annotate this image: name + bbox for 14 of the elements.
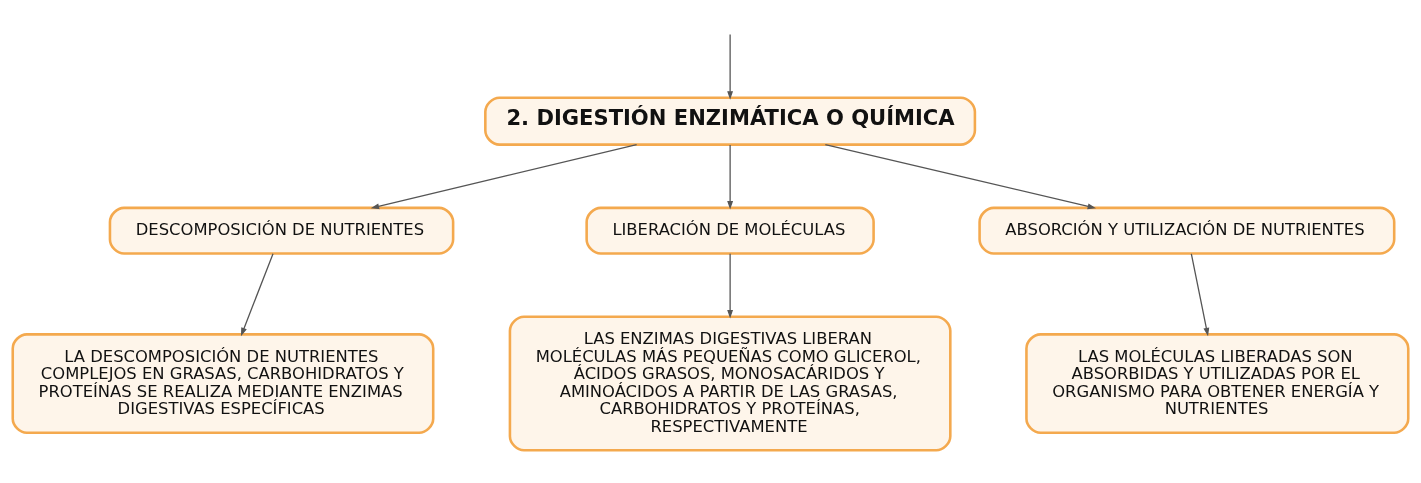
node-box: 2. DIGESTIÓN ENZIMÁTICA O QUÍMICA (484, 95, 977, 146)
node-box: LA DESCOMPOSICIÓN DE NUTRIENTES COMPLEJOS EN GRASAS, CARBOHIDRATOS Y PROTEÍNAS SE REALIZA MEDIANTE ENZIMAS DIGESTIVAS ESPECÍFICAS (11, 332, 435, 434)
node-box: LAS MOLÉCULAS LIBERADAS SON ABSORBIDAS Y UTILIZADAS POR EL ORGANISMO PARA OBTENER ENERGÍA Y NUTRIENTES (1025, 332, 1410, 434)
arrow (727, 143, 734, 210)
arrow (727, 33, 734, 100)
arrow (727, 252, 734, 318)
arrow (240, 252, 274, 336)
arrow (824, 143, 1097, 209)
arrow (370, 143, 638, 209)
node-box: DESCOMPOSICIÓN DE NUTRIENTES (108, 206, 455, 255)
arrow (1190, 252, 1210, 336)
node-box: LAS ENZIMAS DIGESTIVAS LIBERAN MOLÉCULAS MÁS PEQUEÑAS COMO GLICEROL, ÁCIDOS GRASOS, MONOSACÁRIDOS Y AMINOÁCIDOS A PARTIR DE LAS GRASAS, CARBOHIDRATOS Y PROTEÍNAS, RESPECTIVAMENTE (508, 315, 952, 452)
node-box: ABSORCIÓN Y UTILIZACIÓN DE NUTRIENTES (978, 206, 1396, 255)
node-box: LIBERACIÓN DE MOLÉCULAS (585, 206, 875, 255)
